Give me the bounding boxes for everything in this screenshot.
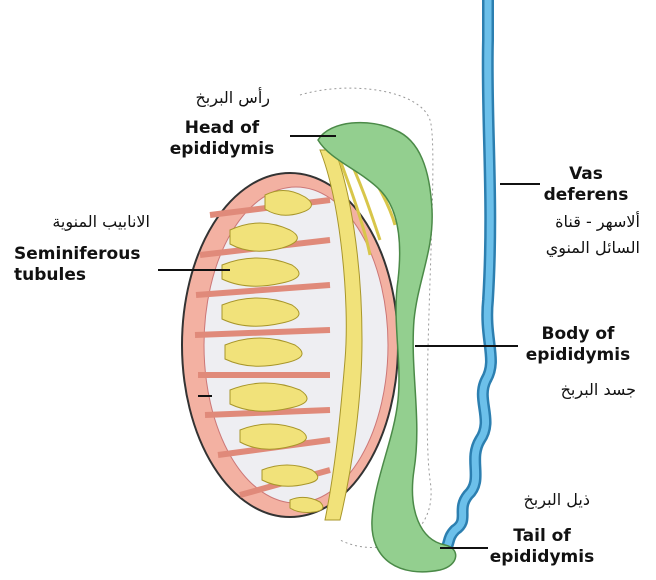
tail-label-line1: Tail of (513, 526, 571, 546)
head-label: Head of epididymis (160, 118, 284, 160)
vas-label: Vas deferens (536, 164, 636, 206)
epididymis (317, 121, 457, 573)
body-label-line2: epididymis (525, 345, 631, 365)
tail-label: Tail of epididymis (480, 526, 604, 568)
body-label-line1: Body of (541, 324, 615, 344)
vas-label-line1: Vas (569, 164, 603, 184)
seminiferous-label-ar: الانابيب المنوية (52, 212, 150, 231)
body-label-ar: جسد البربخ (560, 380, 636, 399)
seminiferous-tubules (221, 190, 324, 513)
seminiferous-label: Seminiferous tubules (14, 244, 164, 286)
leader-lines (158, 135, 540, 549)
vas-deferens-lumen (436, 0, 495, 556)
head-label-line1: Head of (184, 118, 260, 138)
mediastinum-testis (319, 149, 363, 521)
head-label-line2: epididymis (169, 139, 275, 159)
vas-label-ar-line2: السائل المنوي (545, 238, 640, 257)
seminiferous-label-line2: tubules (14, 265, 86, 285)
seminiferous-label-line1: Seminiferous (14, 244, 141, 264)
head-label-ar: رأس البربخ (195, 88, 270, 107)
vas-label-line2: deferens (543, 185, 629, 205)
vas-deferens (434, 0, 497, 558)
vas-label-ar-line1: ألاسهر - قناة (555, 212, 640, 231)
tail-label-ar: ذيل البربخ (523, 490, 590, 509)
tail-label-line2: epididymis (489, 547, 595, 567)
body-label: Body of epididymis (516, 324, 640, 366)
